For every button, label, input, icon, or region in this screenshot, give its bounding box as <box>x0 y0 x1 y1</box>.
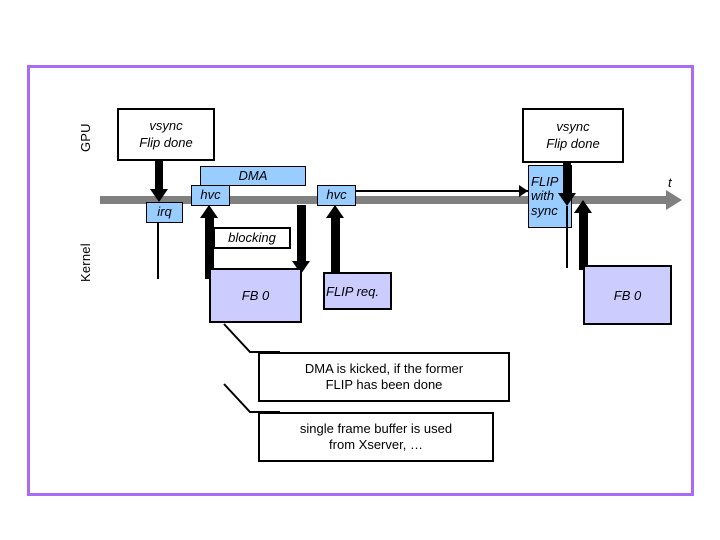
arrow-fb0-to-hvc1-shaft <box>205 217 214 279</box>
kernel-box-fb0-left: FB 0 <box>209 268 302 323</box>
lane-label-kernel: Kernel <box>78 243 93 282</box>
arrow-vsync-left-to-irq-head <box>150 189 168 202</box>
arrow-vsync-right-shaft <box>563 163 571 196</box>
timeline-box-irq: irq <box>146 202 183 223</box>
note-dma-line2: FLIP has been done <box>325 377 443 392</box>
arrow-fb0-to-hvc1-head <box>200 205 218 218</box>
timeline-axis <box>100 196 668 204</box>
annotation-note-fb: single frame buffer is used from Xserver… <box>258 412 494 462</box>
annotation-note-dma: DMA is kicked, if the former FLIP has be… <box>258 352 510 402</box>
arrow-fb0-right-shaft <box>579 212 588 270</box>
lane-label-gpu: GPU <box>78 123 93 152</box>
arrow-fb0-right-head <box>574 200 592 213</box>
gpu-event-vsync-right: vsync Flip done <box>522 108 624 163</box>
gpu-event-vsync-left: vsync Flip done <box>117 108 215 161</box>
timeline-arrowhead <box>666 190 682 210</box>
flip-with-sync-line2: with <box>531 188 555 204</box>
slide-frame <box>27 65 694 496</box>
kernel-box-flip-req: FLIP req. <box>323 272 392 310</box>
time-axis-label: t <box>668 175 672 190</box>
kernel-box-blocking: blocking <box>213 227 291 249</box>
arrow-vsync-left-to-irq-shaft <box>155 161 163 191</box>
note-dma-line1: DMA is kicked, if the former <box>304 360 464 376</box>
arrow-flipreq-to-hvc2-head <box>326 205 344 218</box>
timeline-box-hvc-2: hvc <box>317 185 356 206</box>
arrow-vsync-right-head <box>558 193 576 206</box>
arrow-flipreq-to-hvc2-shaft <box>331 217 340 275</box>
timeline-box-dma: DMA <box>200 166 306 186</box>
note-fb-line2: from Xserver, … <box>329 437 423 452</box>
vsync-right-line2: Flip done <box>546 135 600 151</box>
lifeline-irq <box>157 223 159 279</box>
lifeline-vsync-right <box>566 206 568 268</box>
timeline-box-hvc-1: hvc <box>191 185 230 206</box>
note-fb-line1: single frame buffer is used <box>299 420 453 436</box>
connector-hvc2-to-flip <box>355 190 530 192</box>
kernel-box-fb0-right: FB 0 <box>583 265 672 325</box>
flip-with-sync-line1: FLIP <box>531 173 559 189</box>
arrow-dma-to-fb0-shaft <box>297 205 306 263</box>
connector-hvc2-to-flip-head <box>519 185 528 197</box>
vsync-left-line1: vsync <box>149 118 183 134</box>
flip-with-sync-line3: sync <box>531 202 558 218</box>
vsync-right-line1: vsync <box>556 119 590 135</box>
vsync-left-line2: Flip done <box>139 134 193 150</box>
